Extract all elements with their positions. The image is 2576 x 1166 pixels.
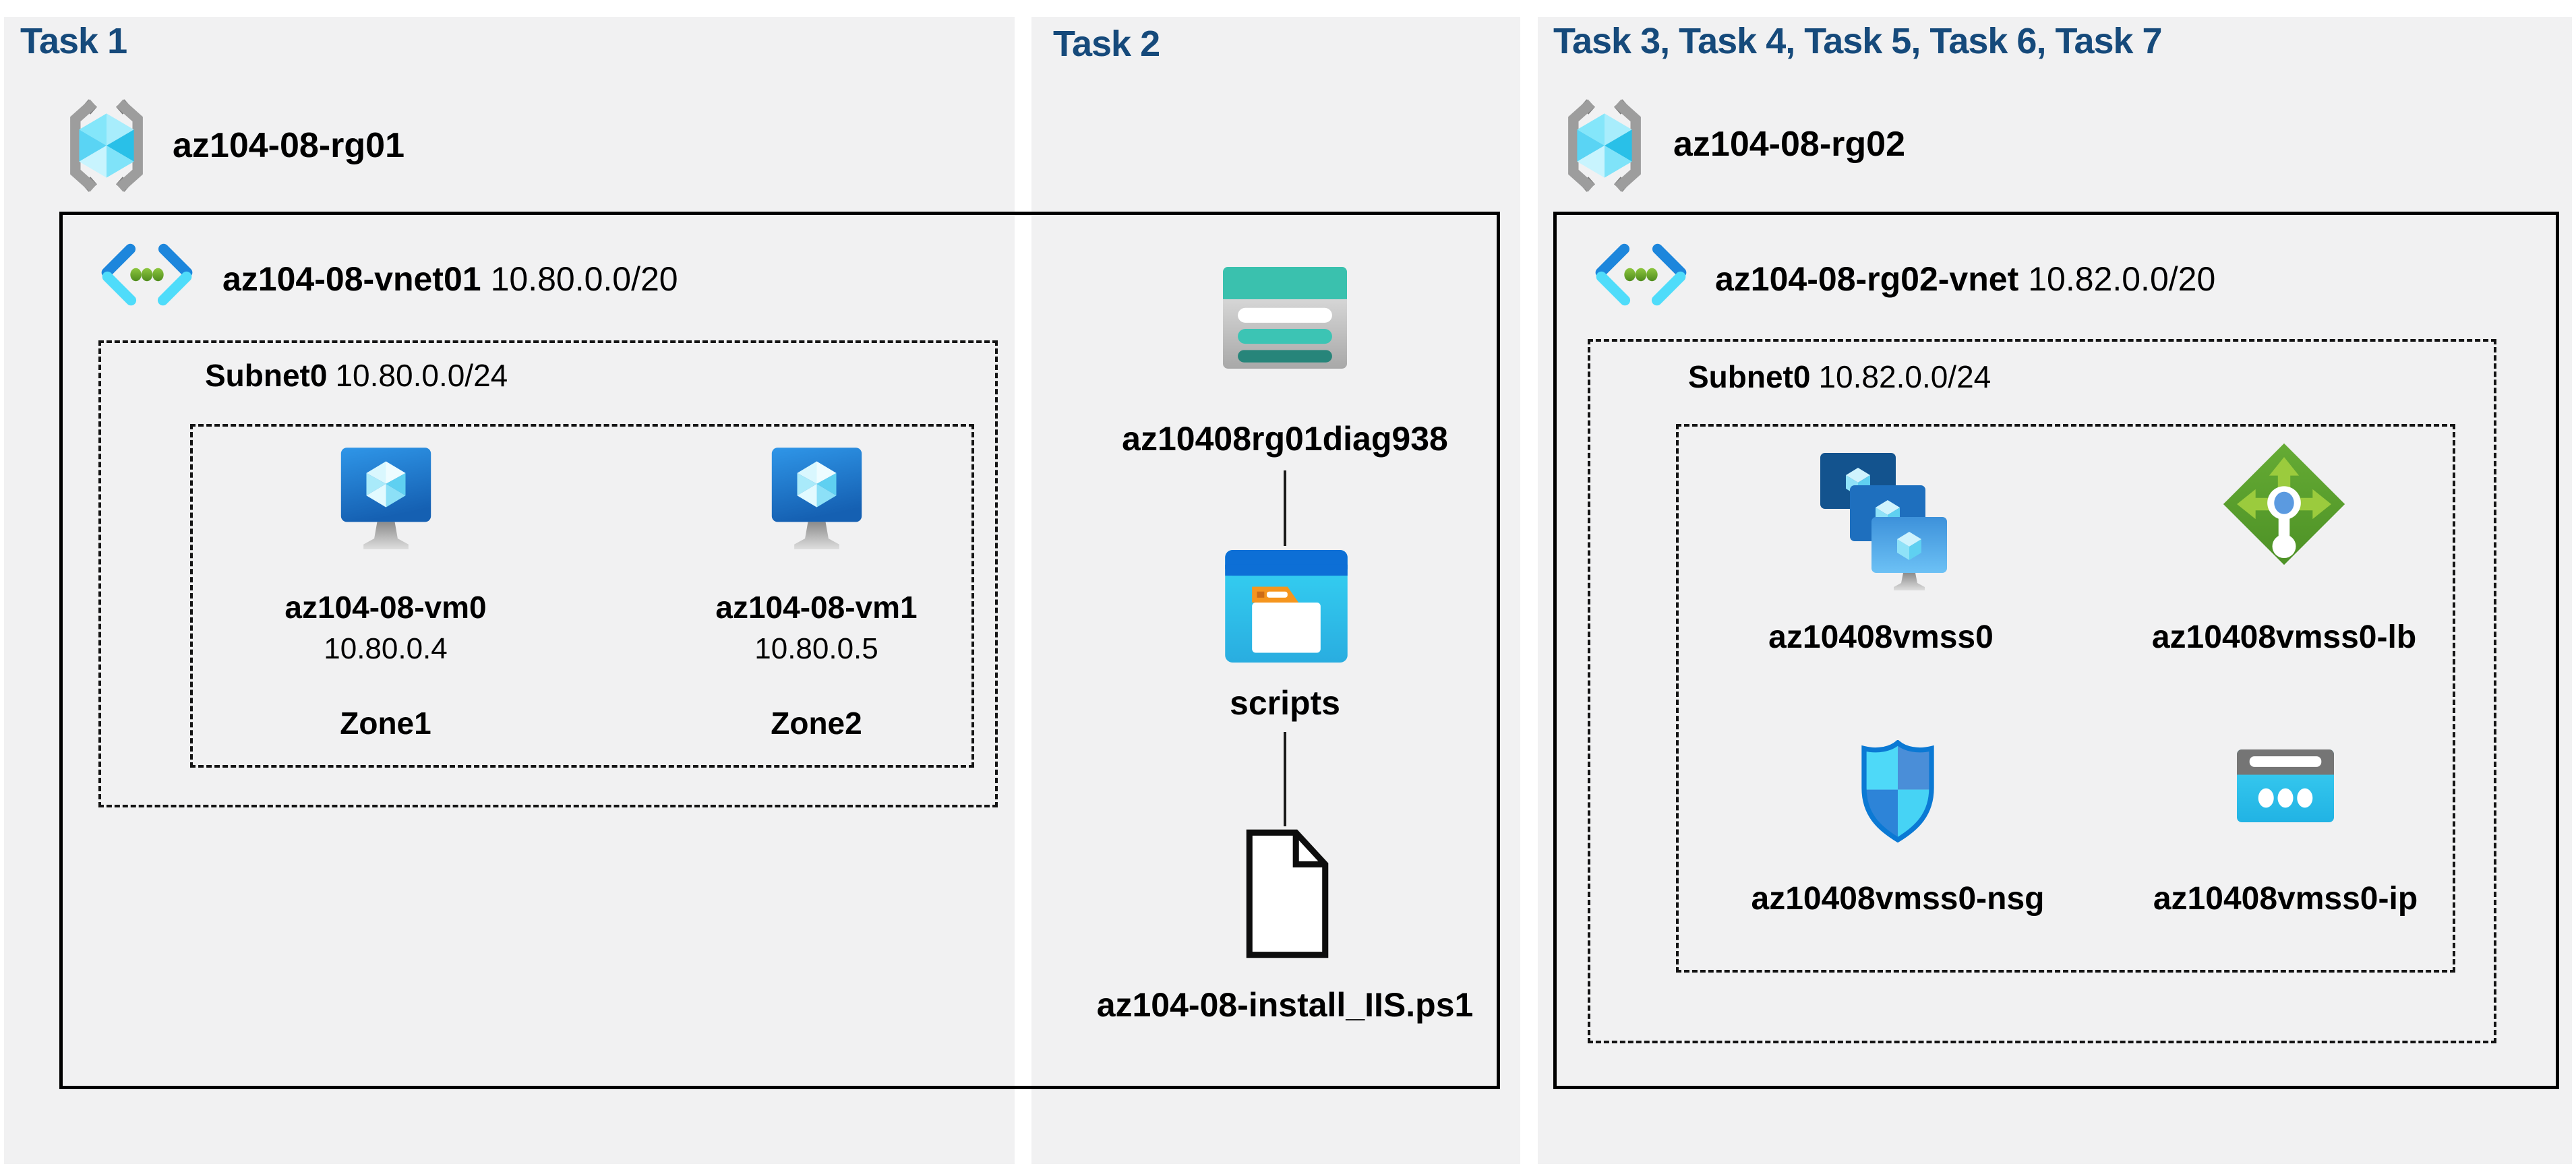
virtual-machine-icon [340, 448, 431, 549]
subnet-name: Subnet0 [1688, 359, 1811, 394]
task1-subnet-box [98, 340, 998, 807]
virtual-network-icon [98, 240, 196, 309]
container-name: scripts [1230, 684, 1340, 722]
subnet-cidr: 10.82.0.0/24 [1818, 359, 1991, 394]
task1-title: Task 1 [20, 21, 127, 61]
resource-group-name: az104-08-rg01 [173, 126, 405, 165]
vm-ip: 10.80.0.5 [754, 632, 878, 665]
resource-group-icon [65, 98, 148, 193]
vmss-name: az10408vmss0 [1768, 619, 1994, 655]
vnet-name: az104-08-rg02-vnet [1715, 260, 2019, 298]
load-balancer-icon [2223, 443, 2345, 565]
task2-title: Task 2 [1053, 24, 1160, 64]
vnet-cidr: 10.80.0.0/20 [490, 260, 678, 298]
storage-account-icon [1223, 267, 1347, 369]
vm-ip: 10.80.0.4 [324, 632, 448, 665]
file-name: az104-08-install_IIS.ps1 [1096, 986, 1474, 1024]
network-security-group-icon [1857, 740, 1939, 842]
vm-zone: Zone2 [771, 706, 862, 741]
virtual-machine-icon [771, 448, 862, 549]
vm-name: az104-08-vm1 [715, 590, 918, 625]
task1-vnet-box [59, 212, 1500, 1089]
vm-name: az104-08-vm0 [284, 590, 487, 625]
file-icon [1245, 828, 1330, 960]
task3-subnet-box [1588, 339, 2496, 1043]
load-balancer-name: az10408vmss0-lb [2151, 619, 2417, 655]
task3-vnet-box [1553, 212, 2559, 1089]
public-ip-name: az10408vmss0-ip [2153, 881, 2418, 917]
connector-line [1284, 732, 1286, 826]
virtual-network-icon [1592, 240, 1689, 309]
subnet-name: Subnet0 [205, 358, 328, 393]
task3-title: Task 3, Task 4, Task 5, Task 6, Task 7 [1553, 21, 2163, 61]
connector-line [1284, 470, 1286, 546]
public-ip-icon [2237, 749, 2334, 822]
vnet-cidr: 10.82.0.0/20 [2028, 260, 2216, 298]
storage-account-name: az10408rg01diag938 [1122, 420, 1448, 458]
vm-zone: Zone1 [340, 706, 431, 741]
resource-group-icon [1563, 98, 1646, 193]
subnet-cidr: 10.80.0.0/24 [335, 358, 508, 393]
vm-scale-set-icon [1820, 453, 1947, 590]
task1-inner-box [190, 424, 974, 768]
nsg-name: az10408vmss0-nsg [1751, 881, 2045, 917]
resource-group-name: az104-08-rg02 [1673, 125, 1905, 164]
task3-panel [1538, 17, 2572, 1164]
vnet-name: az104-08-vnet01 [222, 260, 481, 298]
task3-inner-box [1676, 424, 2455, 973]
task1-panel [4, 17, 1015, 1164]
blob-container-icon [1225, 550, 1348, 663]
